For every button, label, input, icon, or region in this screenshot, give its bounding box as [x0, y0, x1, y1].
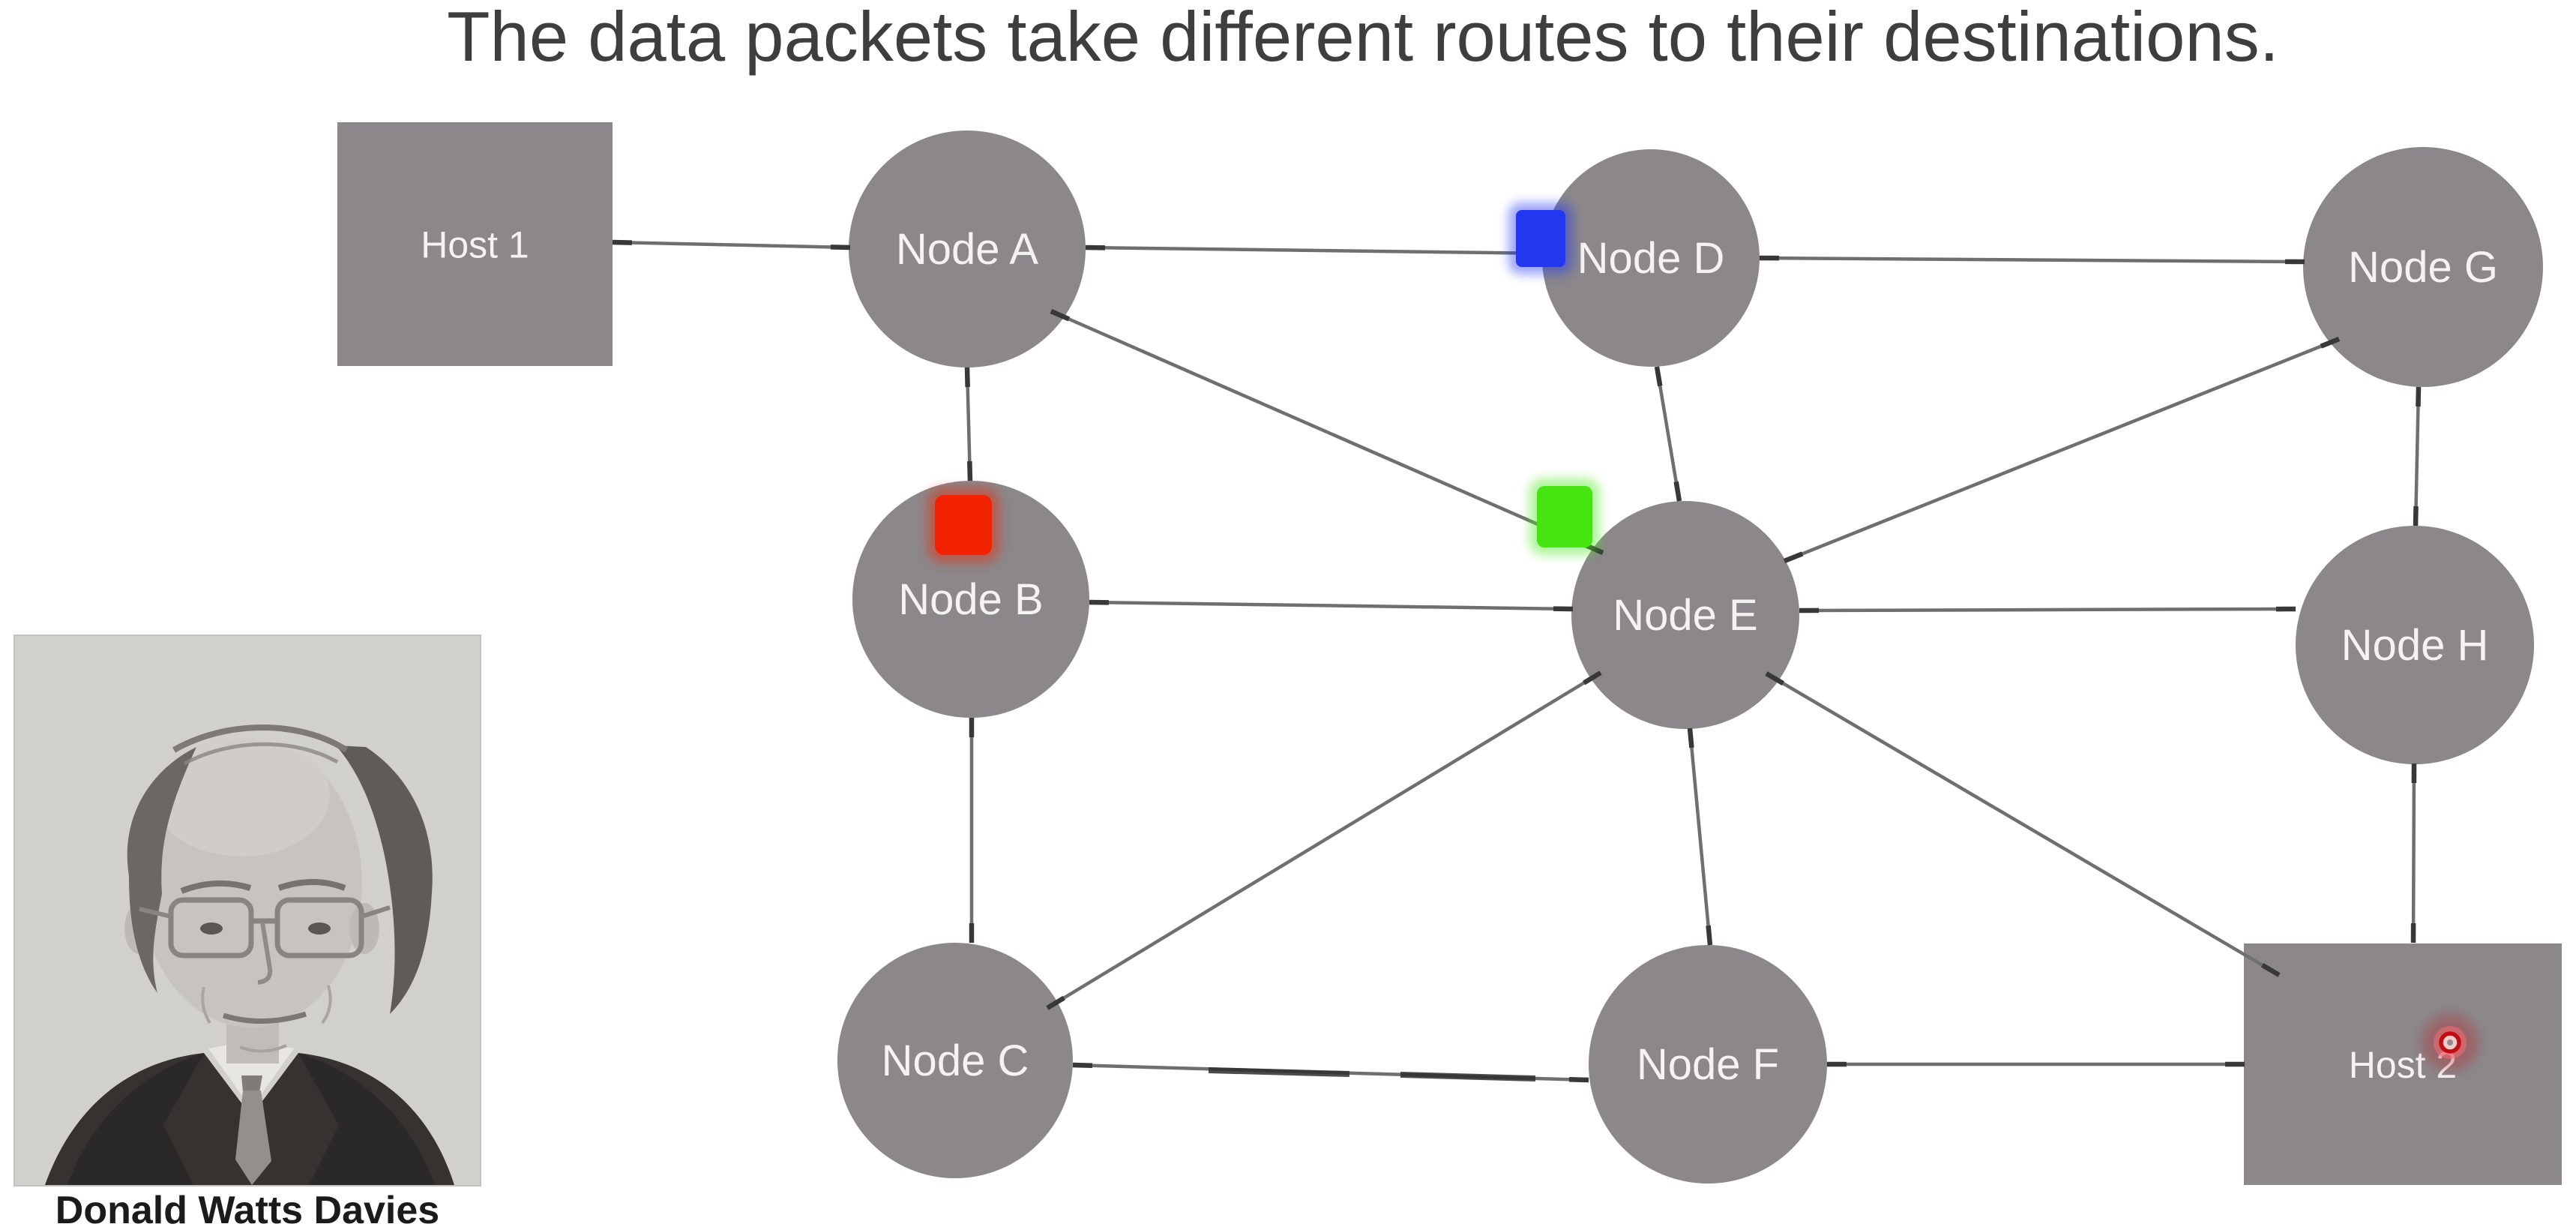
edge-node-e-node-f-stub-start — [1687, 728, 1694, 748]
edge-node-a-node-e — [1050, 309, 1604, 555]
node-f-circle — [1589, 945, 1827, 1184]
portrait-hair-left — [127, 747, 196, 993]
node-a-label: Node A — [896, 225, 1039, 274]
edge-node-g-node-e-stub-start — [2320, 336, 2341, 349]
portrait-cheek-left — [201, 986, 211, 1024]
node-e-label: Node E — [1613, 591, 1757, 640]
portrait-forehead — [153, 734, 330, 856]
portrait-lapel-left — [67, 1053, 204, 1185]
edge-node-d-node-e-stub-start — [1654, 366, 1663, 387]
edge-node-g-node-h-stub-start — [2416, 386, 2422, 407]
portrait-lapel-right — [298, 1053, 435, 1185]
packet-red — [935, 495, 992, 555]
portrait-caption: Donald Watts Davies — [55, 1189, 440, 1230]
page-title: The data packets take different routes t… — [447, 0, 2279, 76]
packet-blue — [1516, 210, 1565, 267]
edge-node-d-node-e-stub-end — [1673, 481, 1682, 502]
portrait-tie — [235, 1090, 271, 1185]
portrait-ear-right — [349, 903, 379, 954]
node-b-label: Node B — [898, 575, 1043, 624]
host-1-label: Host 1 — [421, 224, 529, 266]
edge-node-c-node-e-stub-start — [1583, 670, 1602, 686]
portrait-eye-left — [200, 922, 223, 934]
portrait-hair-right — [336, 746, 433, 1014]
portrait-eye-right — [308, 922, 331, 934]
edge-node-c-node-e-stub-end — [1046, 995, 1065, 1010]
edge-node-c-node-f-stub-start — [1072, 1062, 1093, 1069]
edge-node-a-node-b-stub-end — [967, 460, 973, 482]
edge-node-e-node-f-stub-end — [1706, 925, 1713, 946]
edge-node-e-host2-stub-end — [2260, 963, 2281, 977]
portrait-mouth — [222, 1011, 307, 1024]
edge-node-g-node-e — [1784, 337, 2340, 563]
edge-node-e-node-h — [1799, 607, 2296, 613]
edge-node-d-node-g — [1759, 256, 2305, 264]
portrait-eyebrow-left — [180, 880, 252, 894]
host-2-box — [2244, 944, 2562, 1185]
node-a-circle — [849, 130, 1086, 368]
node-c-label: Node C — [882, 1036, 1029, 1085]
packet-green — [1537, 486, 1592, 548]
edge-node-e-host2-stub-start — [1765, 671, 1785, 686]
edge-host1-node-a-stub-start — [612, 239, 633, 245]
node-b-circle — [852, 481, 1089, 718]
edge-node-c-node-e — [1046, 671, 1602, 1010]
edge-node-c-node-f-stub-end — [1568, 1076, 1589, 1083]
host-1-box — [337, 122, 613, 366]
node-g-label: Node G — [2348, 243, 2498, 292]
portrait-glasses-right — [274, 897, 364, 958]
edge-node-e-node-f — [1688, 728, 1712, 946]
node-h-label: Node H — [2341, 621, 2489, 670]
portrait-illustration — [15, 636, 480, 1185]
edge-node-d-node-e — [1655, 366, 1682, 502]
portrait-chin-line — [239, 1044, 287, 1053]
portrait-combover-strand — [183, 742, 339, 766]
portrait-tie-knot — [241, 1076, 262, 1092]
edge-cf-dark-segment-2 — [1400, 1072, 1536, 1082]
portrait-cheek-right — [321, 985, 332, 1024]
edge-node-a-node-b-stub-start — [964, 367, 970, 388]
edge-node-b-node-e — [1089, 600, 1574, 611]
host2-pin-dot — [2447, 1040, 2453, 1046]
portrait-glasses-temple-right — [361, 905, 391, 919]
portrait-glasses-temple-left — [139, 907, 172, 919]
node-d-label: Node D — [1577, 234, 1725, 283]
edge-host1-node-a-stub-end — [830, 244, 851, 250]
portrait-glasses-left — [168, 897, 254, 958]
edge-node-a-node-e-stub-start — [1050, 309, 1071, 322]
edge-host1-node-a — [612, 240, 851, 250]
portrait-photo — [13, 634, 481, 1186]
node-e-circle — [1571, 501, 1799, 729]
node-f-label: Node F — [1637, 1040, 1779, 1089]
edge-node-g-node-e-stub-end — [1783, 551, 1804, 564]
portrait-combover — [172, 724, 349, 753]
edge-node-h-host2 — [2411, 763, 2416, 944]
edge-node-a-node-d — [1085, 245, 1553, 256]
portrait-nose — [257, 922, 273, 985]
portrait-eyebrow-right — [277, 879, 346, 891]
node-c-circle — [837, 943, 1073, 1178]
node-d-circle — [1542, 149, 1760, 367]
edge-cf-dark-segment-1 — [1208, 1067, 1350, 1077]
edge-node-e-host2 — [1765, 672, 2281, 976]
node-h-circle — [2296, 526, 2534, 764]
node-g-circle — [2303, 147, 2543, 387]
edge-node-g-node-h — [2413, 386, 2421, 526]
